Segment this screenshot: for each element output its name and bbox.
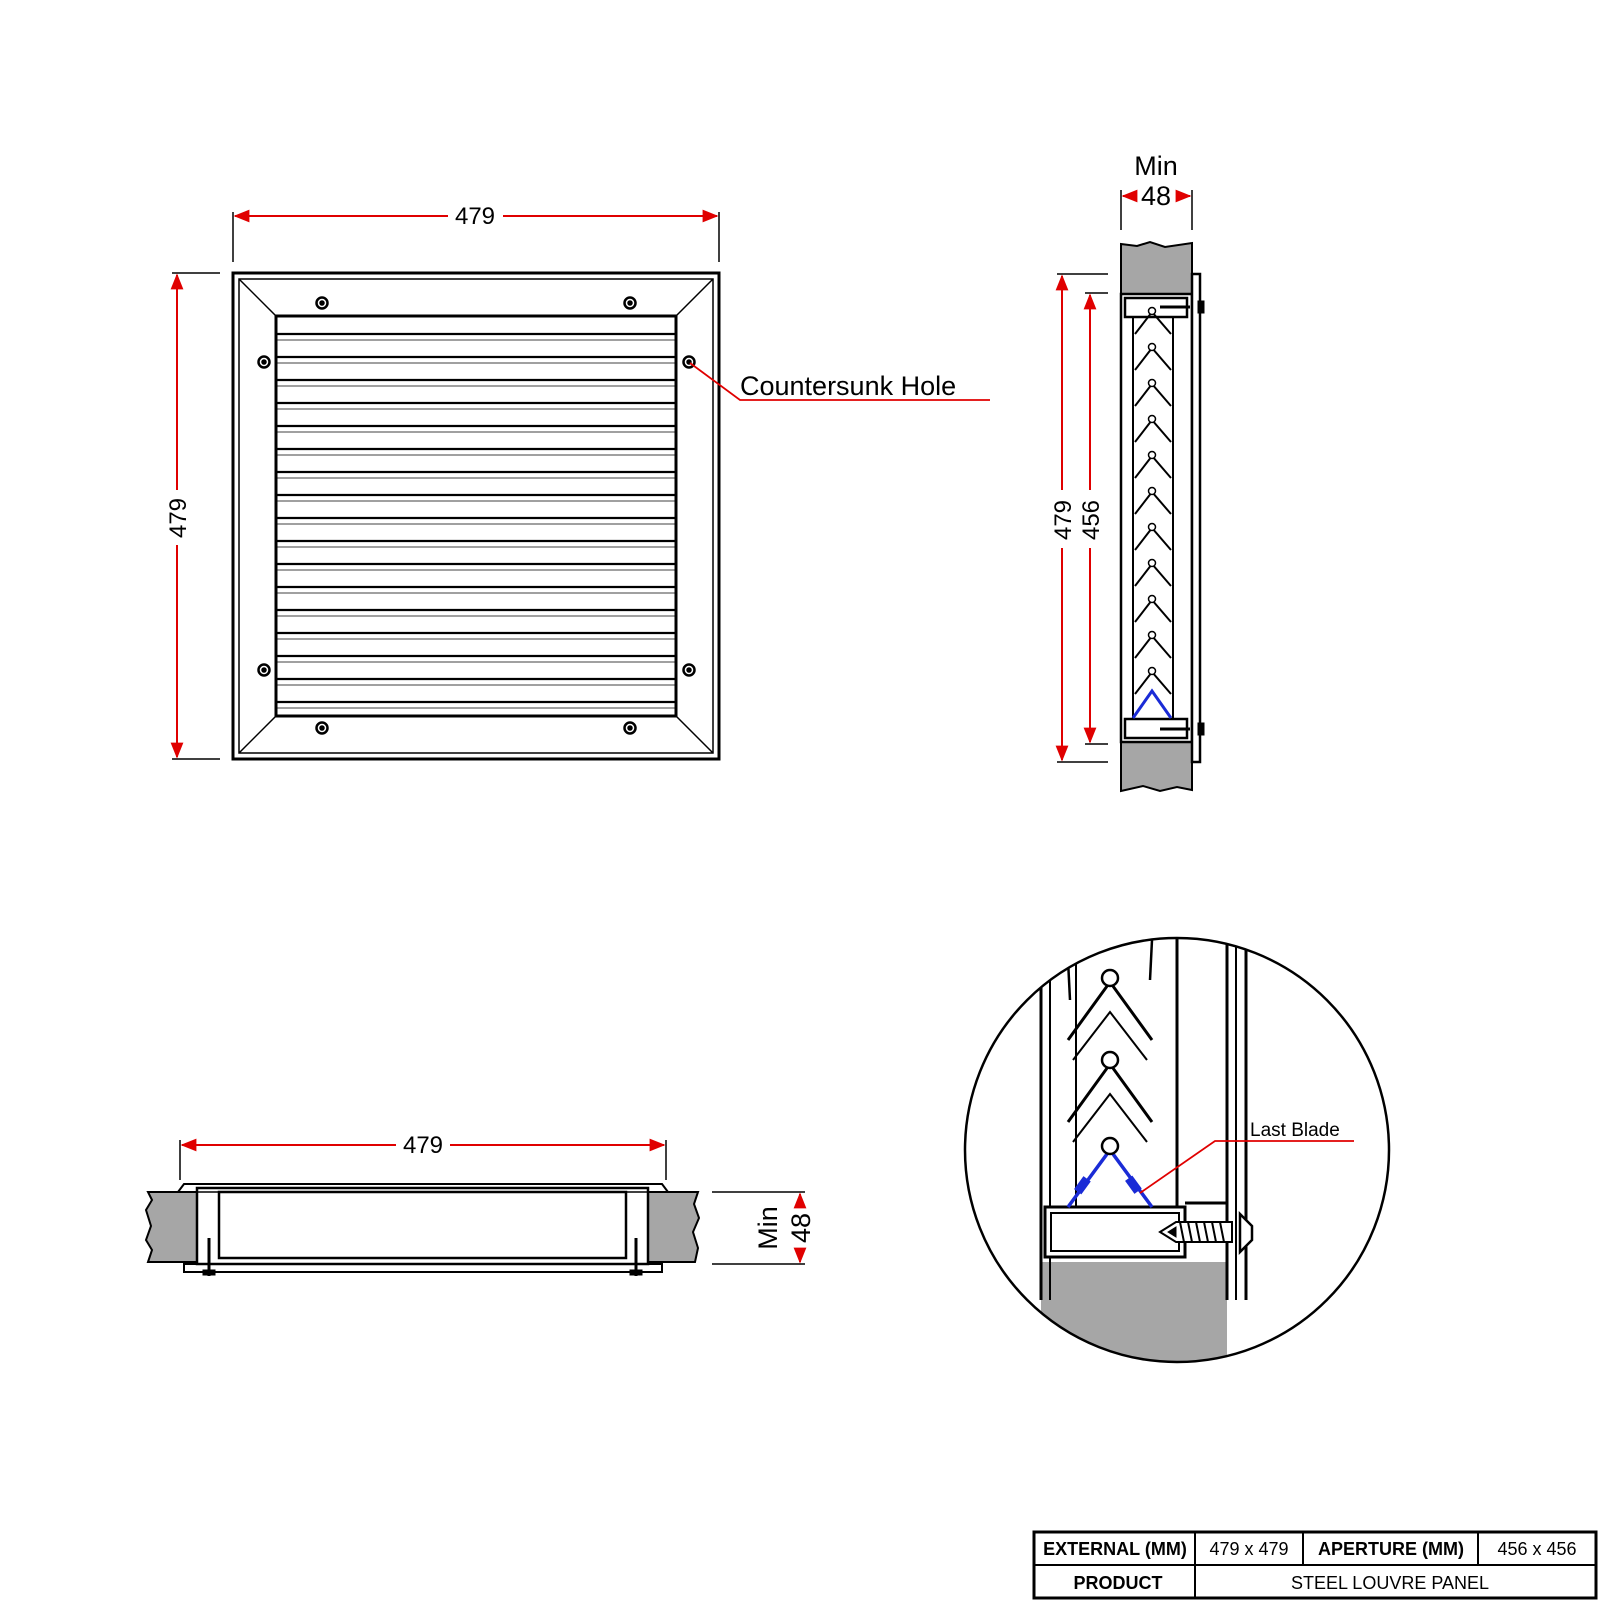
side-depth-value: 48	[1141, 181, 1171, 211]
detail-circle	[963, 936, 1391, 1364]
plan-view	[144, 1183, 701, 1276]
detail-blade-lower	[1072, 1092, 1148, 1143]
detail-last-blade	[1066, 1147, 1154, 1209]
louvre-blades	[276, 332, 676, 709]
product-value: STEEL LOUVRE PANEL	[1291, 1573, 1489, 1593]
plan-width-value: 479	[403, 1132, 443, 1159]
side-depth-dimension: Min 48	[1120, 151, 1193, 230]
side-last-blade	[1131, 688, 1173, 719]
last-blade-label: Last Blade	[1250, 1120, 1340, 1141]
aperture-value: 456 x 456	[1497, 1539, 1576, 1559]
plan-width-dimension: 479	[179, 1132, 667, 1180]
front-height-dimension: 479	[165, 272, 220, 760]
side-overall-height-value: 479	[1050, 500, 1077, 540]
countersunk-holes	[257, 296, 696, 735]
side-blade-pivot	[1147, 378, 1157, 388]
aperture-label: APERTURE (MM)	[1318, 1539, 1464, 1559]
front-view	[231, 271, 721, 761]
front-width-value: 479	[455, 203, 495, 230]
side-blade-pivot	[1147, 522, 1157, 532]
detail-blade-pivot	[1100, 1050, 1120, 1070]
side-blade-pivot	[1147, 666, 1157, 676]
front-height-value: 479	[165, 498, 192, 538]
countersunk-hole-label: Countersunk Hole	[740, 371, 956, 401]
side-blade-pivot	[1147, 486, 1157, 496]
plan-depth-value: 48	[786, 1213, 816, 1243]
plan-depth-dimension: Min 48	[712, 1191, 816, 1265]
front-width-dimension: 479	[232, 203, 720, 262]
side-blade-pivot	[1147, 414, 1157, 424]
external-label: EXTERNAL (MM)	[1043, 1539, 1187, 1559]
side-blade-pivot	[1147, 630, 1157, 640]
countersunk-hole-callout: Countersunk Hole	[689, 362, 990, 401]
title-block: EXTERNAL (MM) 479 x 479 APERTURE (MM) 45…	[1032, 1530, 1598, 1600]
detail-blade-lower	[1072, 1010, 1148, 1061]
detail-view: Last Blade	[963, 936, 1391, 1364]
plan-depth-min-label: Min	[753, 1206, 783, 1250]
side-blade-pivot	[1147, 342, 1157, 352]
side-view	[1119, 240, 1205, 793]
side-blade-pivot	[1147, 558, 1157, 568]
last-blade-callout: Last Blade	[1139, 1120, 1354, 1194]
detail-blade-pivot	[1100, 968, 1120, 988]
side-blade-pivot	[1147, 450, 1157, 460]
product-label: PRODUCT	[1074, 1573, 1163, 1593]
external-value: 479 x 479	[1209, 1539, 1288, 1559]
side-depth-min-label: Min	[1134, 151, 1178, 181]
side-height-dimensions: 479 456	[1050, 273, 1108, 763]
side-louvre-blades	[1134, 306, 1172, 695]
side-aperture-height-value: 456	[1078, 500, 1105, 540]
side-blade-pivot	[1147, 306, 1157, 316]
side-blade-pivot	[1147, 594, 1157, 604]
